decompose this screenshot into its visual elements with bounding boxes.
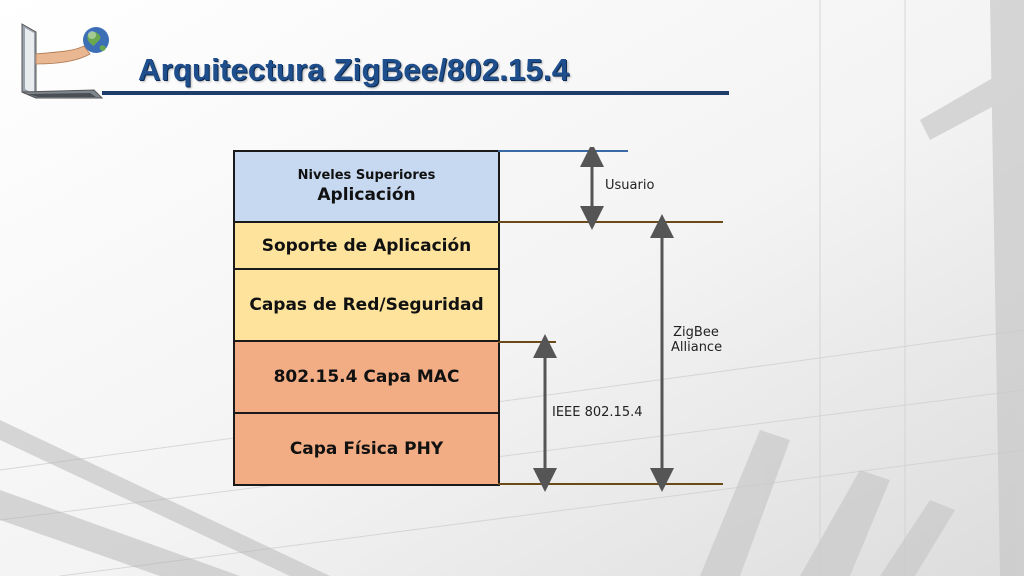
protocol-stack: Niveles Superiores Aplicación Soporte de… bbox=[233, 150, 500, 486]
layer-mac-label: 802.15.4 Capa MAC bbox=[273, 367, 460, 387]
usuario-label: Usuario bbox=[605, 178, 655, 193]
zigbee-alliance-label: ZigBee Alliance bbox=[671, 325, 723, 355]
layer-application-label: Aplicación bbox=[317, 185, 416, 205]
layer-app-support-label: Soporte de Aplicación bbox=[261, 235, 472, 256]
laptop-globe-logo bbox=[21, 23, 109, 99]
bracket-lines bbox=[498, 147, 723, 492]
layer-phy: Capa Física PHY bbox=[235, 414, 498, 484]
ieee-label: IEEE 802.15.4 bbox=[552, 405, 643, 420]
zigbee-alliance-line1: ZigBee bbox=[673, 325, 719, 340]
slide-title: Arquitectura ZigBee/802.15.4 bbox=[138, 52, 570, 87]
layer-application: Niveles Superiores Aplicación bbox=[235, 152, 498, 223]
layer-network-security: Capas de Red/Seguridad bbox=[235, 270, 498, 342]
zigbee-architecture-diagram: Niveles Superiores Aplicación Soporte de… bbox=[230, 147, 730, 492]
layer-mac: 802.15.4 Capa MAC bbox=[235, 342, 498, 414]
layer-application-sub: Niveles Superiores bbox=[297, 168, 436, 183]
zigbee-alliance-line2: Alliance bbox=[671, 340, 723, 355]
layer-app-support: Soporte de Aplicación bbox=[235, 223, 498, 270]
title-underline bbox=[102, 91, 729, 95]
layer-network-security-label: Capas de Red/Seguridad bbox=[249, 295, 484, 315]
layer-phy-label: Capa Física PHY bbox=[289, 439, 444, 459]
